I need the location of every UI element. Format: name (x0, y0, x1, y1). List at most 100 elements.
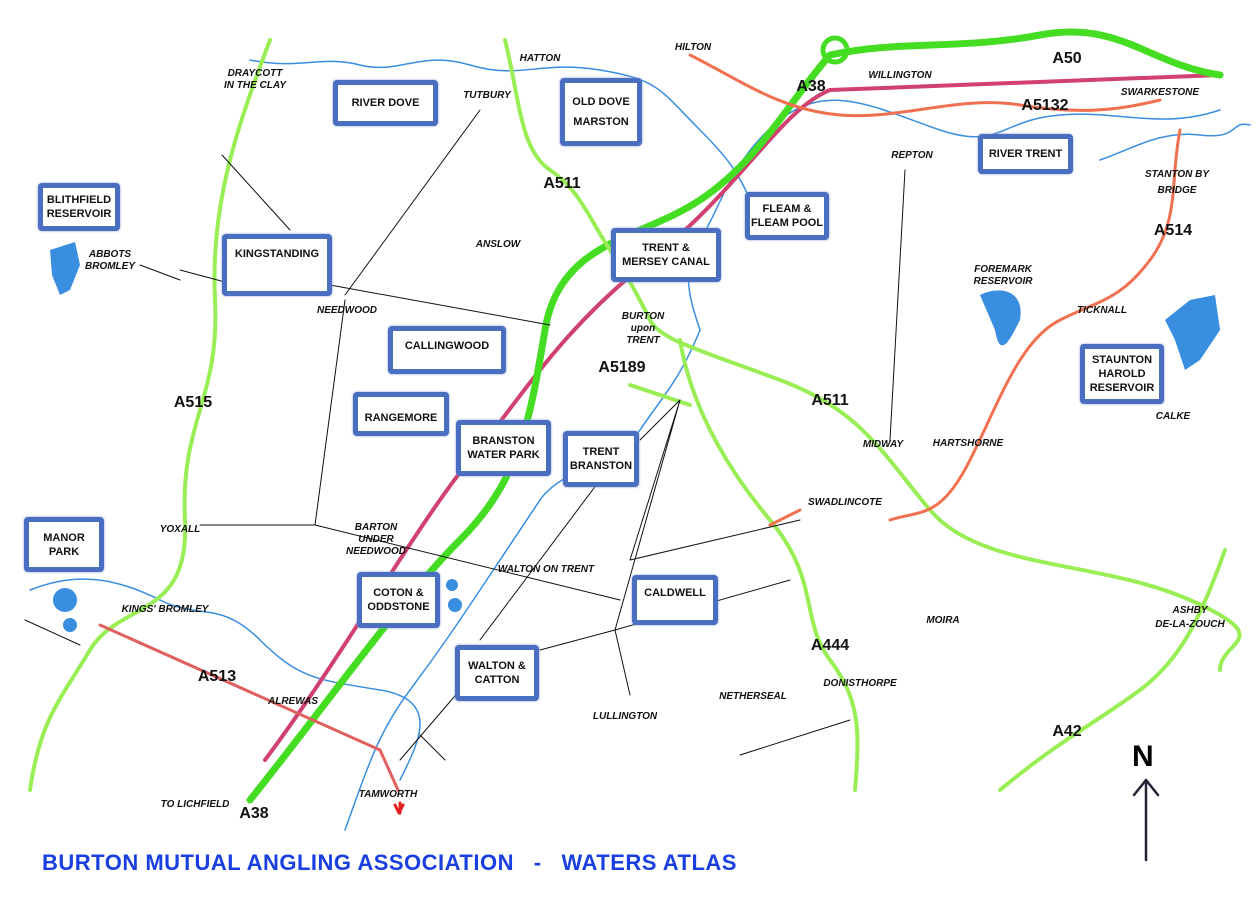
place-willington: WILLINGTON (868, 70, 932, 81)
place-tamworth: TAMWORTH (358, 789, 418, 800)
venue-label: TRENT (582, 446, 620, 458)
road-a513: A513 (197, 668, 237, 685)
road-a5189: A5189 (598, 359, 646, 376)
venue-label: FLEAM & (762, 203, 812, 215)
venue-label: WALTON & (468, 660, 526, 672)
venue-label: ODDSTONE (367, 601, 430, 613)
place-repton: REPTON (891, 150, 933, 161)
venue-label: CALLINGWOOD (404, 340, 490, 352)
venue-label: TRENT & (642, 242, 690, 254)
river-tame (29, 578, 421, 781)
venue-label: OLD DOVE (572, 96, 630, 108)
venue-kingstanding[interactable]: KINGSTANDING (222, 234, 332, 296)
roundabout (820, 35, 850, 65)
north-arrow (1132, 778, 1160, 862)
venue-river-dove[interactable]: RIVER DOVE (333, 80, 438, 126)
tamworth-marker (393, 801, 405, 815)
venue-trent-branston[interactable]: TRENT BRANSTON (563, 431, 639, 487)
map-title: BURTON MUTUAL ANGLING ASSOCIATION - WATE… (42, 850, 737, 875)
a5132-road (688, 53, 1162, 118)
venue-label: PARK (48, 545, 80, 558)
river-dove (249, 59, 761, 221)
staunton-lake (1165, 295, 1220, 370)
venue-label: MERSEY CANAL (622, 256, 710, 268)
venue-fleam-pool[interactable]: FLEAM & FLEAM POOL (745, 192, 829, 240)
venue-label: BRANSTON (569, 460, 633, 472)
venue-label: BRANSTON (472, 435, 535, 447)
a514-road (888, 128, 1182, 522)
venue-blithfield-reservoir[interactable]: BLITHFIELD RESERVOIR (38, 183, 120, 231)
place-needwood: NEEDWOOD (317, 305, 377, 316)
north-label: N (1132, 740, 1154, 773)
a511-road (503, 38, 1242, 672)
pointer-lines (24, 109, 906, 761)
venue-label: RESERVOIR (1089, 382, 1155, 394)
place-anslow: ANSLOW (475, 239, 521, 250)
venue-label: MANOR (43, 531, 85, 544)
venue-label: COTON & (373, 587, 424, 599)
place-netherseal: NETHERSEAL (719, 691, 787, 702)
venue-label: KINGSTANDING (234, 248, 320, 260)
venue-walton-catton[interactable]: WALTON & CATTON (455, 645, 539, 701)
blithfield-lake (50, 242, 80, 295)
venue-label: CALDWELL (644, 587, 706, 599)
venue-staunton-harold-reservoir[interactable]: STAUNTON HAROLD RESERVOIR (1080, 344, 1164, 404)
place-ticknall: TICKNALL (1077, 305, 1127, 316)
place-swadlincote: SWADLINCOTE (808, 497, 882, 508)
venue-coton-oddstone[interactable]: COTON & ODDSTONE (357, 572, 440, 628)
road-a514: A514 (1153, 222, 1193, 239)
venue-label: BLITHFIELD (46, 194, 112, 206)
road-a38-north: A38 (796, 78, 826, 95)
venue-label: HAROLD (1098, 368, 1146, 380)
place-midway: MIDWAY (862, 439, 904, 450)
venue-trent-mersey-canal[interactable]: TRENT & MERSEY CANAL (611, 228, 721, 282)
place-hilton: HILTON (674, 42, 712, 53)
road-a38-south: A38 (239, 805, 269, 822)
venue-river-trent[interactable]: RIVER TRENT (978, 134, 1073, 174)
a38-road (246, 28, 1224, 804)
a513-road (98, 623, 400, 792)
a515-road (28, 38, 272, 792)
swadlincote-road (768, 508, 802, 527)
venue-callingwood[interactable]: CALLINGWOOD (388, 326, 506, 374)
road-a515: A515 (173, 394, 213, 411)
place-moira: MOIRA (926, 615, 960, 626)
road-a5132: A5132 (1021, 97, 1069, 114)
place-lullington: LULLINGTON (592, 711, 658, 722)
lakes (50, 242, 1220, 632)
venue-label: CATTON (474, 674, 520, 686)
road-a511-west: A511 (543, 175, 581, 192)
venue-label: RANGEMORE (364, 412, 438, 424)
venue-label: STAUNTON (1091, 354, 1153, 366)
river-trent-east (1099, 123, 1251, 161)
venue-branston-water-park[interactable]: BRANSTON WATER PARK (456, 420, 551, 476)
place-to-lichfield: TO LICHFIELD (160, 799, 230, 810)
venue-caldwell[interactable]: CALDWELL (632, 575, 718, 625)
place-tutbury: TUTBURY (463, 90, 511, 101)
a444-road (678, 338, 860, 792)
venue-rangemore[interactable]: RANGEMORE (353, 392, 449, 436)
place-kings-bromley: KINGS' BROMLEY (121, 604, 209, 615)
road-a511-east: A511 (811, 392, 849, 409)
river-trent-south (344, 329, 701, 831)
foremark-lake (980, 290, 1021, 346)
venue-label: FLEAM POOL (750, 217, 824, 229)
place-yoxall: YOXALL (159, 524, 201, 535)
road-a50: A50 (1052, 50, 1082, 67)
venue-label: WATER PARK (467, 449, 540, 461)
place-swarkestone: SWARKESTONE (1120, 87, 1200, 98)
place-donisthorpe: DONISTHORPE (823, 678, 897, 689)
venue-label: RIVER DOVE (351, 97, 420, 109)
venue-label: RESERVOIR (46, 208, 112, 220)
place-hartshorne: HARTSHORNE (932, 438, 1004, 449)
a42-road (998, 548, 1227, 792)
